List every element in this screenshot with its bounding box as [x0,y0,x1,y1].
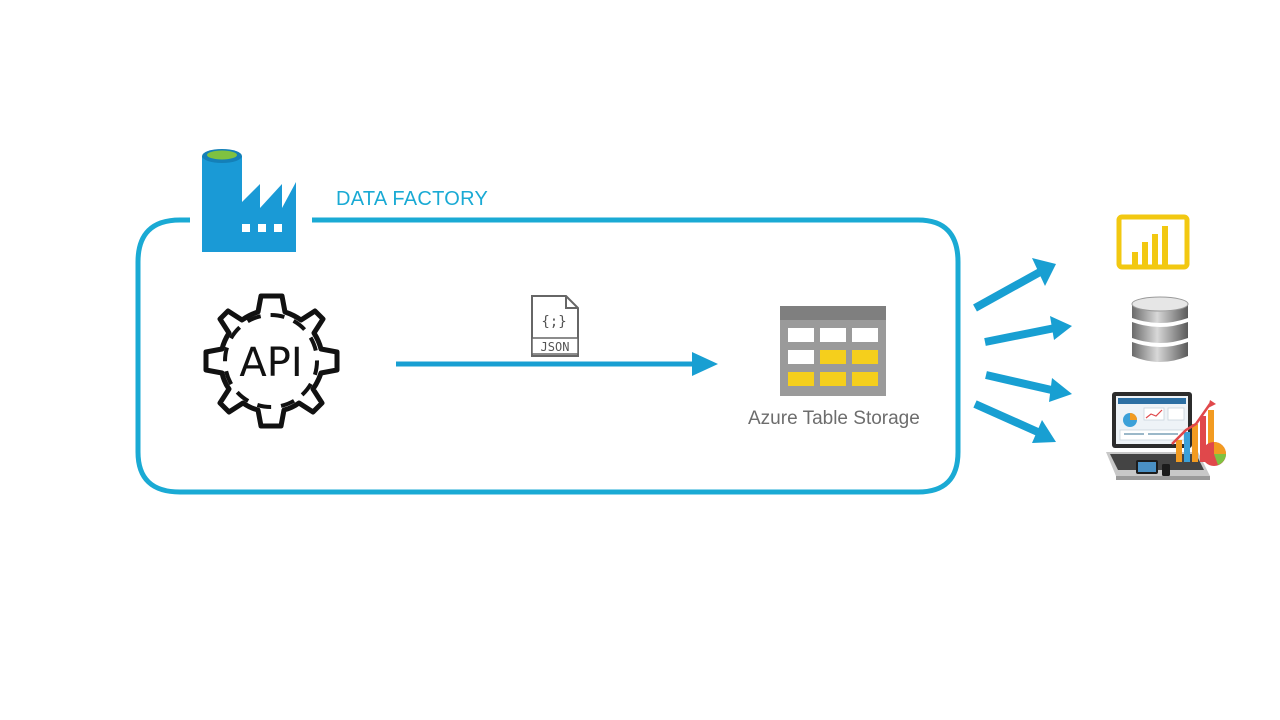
data-factory-icon [202,149,296,252]
output-arrows [973,258,1072,443]
laptop-dashboard-icon [1106,392,1226,480]
database-icon [1131,296,1189,362]
json-file-icon: {;} JSON [531,295,579,357]
json-label: JSON [541,340,570,354]
power-bi-icon [1116,214,1190,270]
output-arrow-2 [984,316,1072,346]
container-border [135,217,961,495]
azure-table-storage-icon [780,306,886,396]
api-to-storage-arrow [396,352,718,376]
api-gear-icon: API [203,293,340,429]
data-factory-title: DATA FACTORY [336,188,489,210]
api-label: API [239,340,302,386]
output-arrow-1 [973,258,1056,312]
output-arrow-3 [985,371,1072,402]
output-arrow-4 [973,400,1056,443]
json-glyph: {;} [541,314,566,330]
azure-table-storage-label: Azure Table Storage [748,408,920,429]
